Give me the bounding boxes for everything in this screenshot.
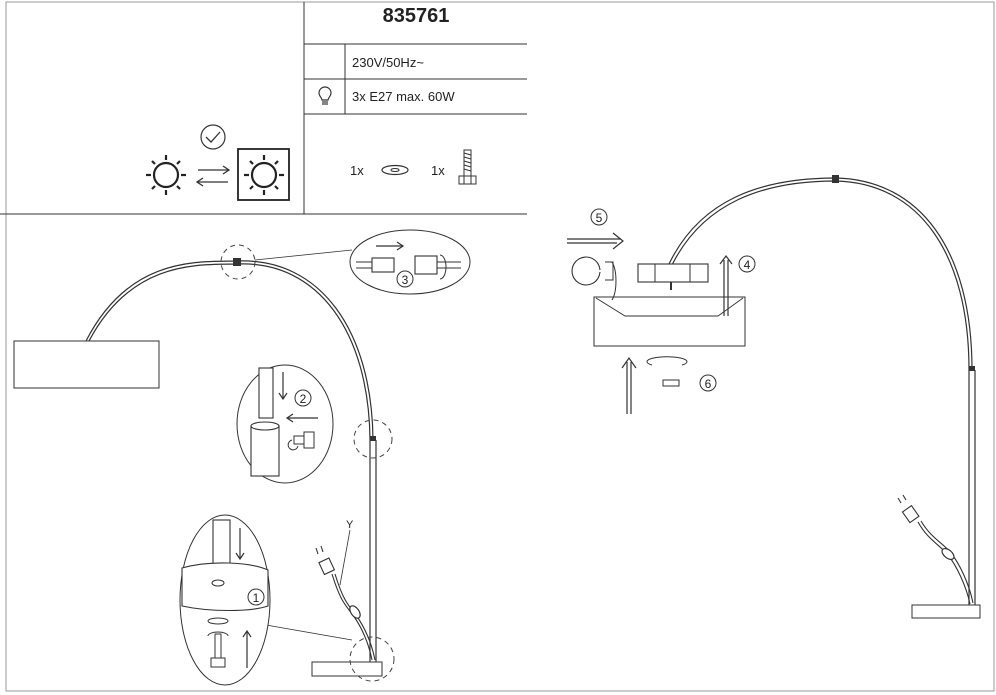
cable-label: Y — [346, 519, 354, 531]
detail-step2 — [236, 364, 334, 484]
sun-in-box-icon — [244, 155, 284, 195]
step3-badge — [396, 270, 414, 288]
swap-arrows-icon — [195, 165, 231, 187]
bolt-icon — [458, 149, 477, 185]
step1-badge — [247, 588, 265, 606]
step4-number: 4 — [744, 258, 751, 272]
bulb-spec: 3x E27 max. 60W — [352, 89, 455, 104]
detail-step3 — [349, 229, 471, 295]
step2-badge — [294, 389, 312, 407]
model-number: 835761 — [383, 5, 450, 27]
step6-badge — [699, 374, 717, 392]
step3-number: 3 — [402, 273, 409, 287]
step6-number: 6 — [705, 377, 712, 391]
header-table — [0, 2, 527, 215]
left-lamp-drawing: Y — [13, 244, 395, 682]
bulb-icon — [318, 86, 332, 105]
base — [311, 661, 383, 677]
step5-badge — [590, 208, 608, 226]
washer-qty: 1x — [350, 163, 364, 178]
step2-number: 2 — [300, 392, 307, 406]
check-icon — [200, 124, 226, 150]
right-lamp-drawing — [567, 175, 981, 619]
washer-icon — [381, 164, 409, 176]
voltage-spec: 230V/50Hz~ — [352, 55, 424, 70]
step1-number: 1 — [253, 591, 260, 605]
step4-badge — [738, 255, 756, 273]
detail-step1 — [179, 514, 271, 686]
page-border — [5, 1, 995, 692]
sun-icon — [146, 155, 186, 195]
lampshade — [13, 340, 160, 389]
replaceable-lightsource-box — [237, 148, 290, 201]
bolt-qty: 1x — [431, 163, 445, 178]
step5-number: 5 — [596, 211, 603, 225]
right-lampshade — [593, 296, 746, 347]
right-base — [911, 604, 981, 619]
